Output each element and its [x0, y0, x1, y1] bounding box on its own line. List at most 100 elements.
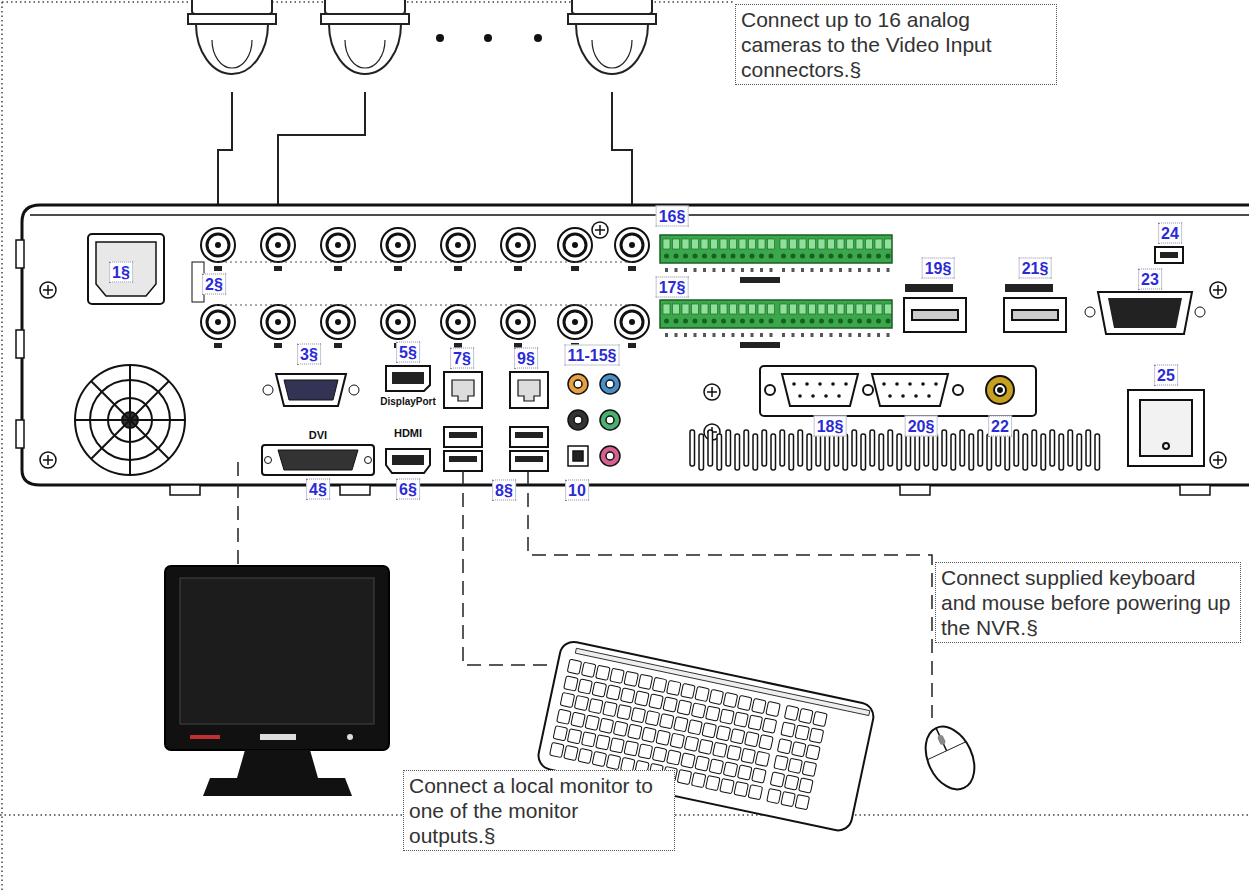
terminal-blocks-part: [722, 268, 725, 272]
front-usb-ports-part: [912, 310, 958, 320]
keyboard-part: [774, 755, 788, 770]
keyboard-part: [617, 705, 631, 720]
audio-jacks-part: [606, 452, 614, 460]
terminal-blocks-part: [760, 268, 763, 272]
serial-pins-part: [914, 394, 918, 398]
keyboard-part: [723, 692, 737, 707]
bnc-video-inputs-part: [335, 319, 341, 325]
keyboard-part: [720, 709, 734, 724]
bnc-video-inputs-part: [214, 343, 222, 348]
bnc-video-inputs-part: [515, 319, 521, 325]
bnc-video-inputs-part: [387, 234, 409, 256]
keyboard-part: [762, 718, 776, 733]
front-usb-ports: [904, 284, 1066, 332]
vga-port-part: [263, 385, 273, 395]
bnc-video-inputs-part: [629, 319, 635, 325]
bnc-video-inputs-part: [621, 234, 643, 256]
nvr-chassis-part: [22, 205, 1249, 485]
terminal-blocks-part: [703, 268, 706, 272]
mouse-part: [937, 734, 947, 746]
instruction-note: Connect up to 16 analog cameras to the V…: [735, 4, 1057, 85]
bnc-video-inputs-part: [507, 311, 529, 333]
local-monitor: [165, 566, 389, 796]
keyboard-part: [752, 698, 766, 713]
terminal-blocks-part: [877, 333, 880, 337]
keyboard-part: [575, 648, 869, 715]
keyboard-part: [799, 708, 813, 723]
callout-number: 8§: [492, 480, 516, 501]
bnc-video-inputs-part: [261, 305, 295, 339]
audio-jacks-part: [606, 416, 614, 424]
keyboard-part: [603, 701, 617, 716]
terminal-blocks-part: [740, 277, 780, 283]
keyboard-part: [759, 735, 773, 750]
vent-slots-part: [861, 434, 866, 470]
bnc-video-inputs-part: [615, 228, 649, 262]
keyboard-part: [802, 761, 816, 776]
keyboard-part: [628, 724, 642, 739]
power-switch-part: [1128, 390, 1204, 466]
keyboard-part: [624, 741, 638, 756]
keyboard-part: [792, 742, 806, 757]
bnc-video-inputs-part: [261, 228, 295, 262]
vent-slots-part: [789, 434, 794, 470]
vent-slots-part: [933, 434, 938, 470]
terminal-blocks-part: [694, 268, 697, 272]
vent-slots-part: [1086, 430, 1091, 466]
small-port: [1155, 247, 1183, 263]
terminal-blocks-part: [847, 304, 854, 314]
hdmi-port-part: [392, 455, 424, 465]
terminal-blocks-part: [818, 304, 825, 314]
keyboard-part: [745, 732, 759, 747]
bnc-video-inputs-part: [441, 305, 475, 339]
terminal-blocks-part: [781, 254, 786, 259]
terminal-blocks-part: [770, 333, 773, 337]
dome-cameras-part: [345, 40, 385, 68]
serial-pins-part: [927, 394, 931, 398]
bnc-video-inputs-part: [201, 228, 235, 262]
hdmi-port-part: [386, 449, 430, 473]
terminal-blocks-part: [684, 333, 687, 337]
vent-slots-part: [717, 434, 722, 470]
callout-number: 5§: [396, 342, 420, 363]
terminal-blocks-part: [673, 239, 680, 249]
peripheral-cables-part: [237, 462, 239, 568]
keyboard-part: [553, 726, 567, 741]
terminal-blocks-part: [856, 304, 863, 314]
serial-plate-part: [986, 376, 1014, 404]
bnc-dotted-link-part: [215, 262, 632, 263]
terminal-blocks-part: [702, 319, 707, 324]
power-switch-part: [1140, 400, 1192, 456]
audio-jacks-part: [568, 410, 588, 430]
serial-pins-part: [888, 394, 892, 398]
terminal-blocks-part: [799, 239, 806, 249]
terminal-blocks-part: [837, 304, 844, 314]
audio-jacks-part: [606, 380, 614, 388]
serial-plate-part: [863, 385, 873, 395]
callout-number: 21§: [1019, 258, 1052, 279]
serial-pins: [792, 382, 938, 398]
keyboard-part: [727, 745, 741, 760]
dvi-port: [262, 445, 374, 475]
vent-slots-part: [1023, 434, 1028, 470]
keyboard-part: [613, 721, 627, 736]
screws-part: [1210, 282, 1226, 298]
terminal-blocks-part: [875, 304, 882, 314]
vent-slots-part: [969, 434, 974, 470]
vent-slots-part: [960, 430, 965, 466]
terminal-blocks-part: [732, 333, 735, 337]
screws-part: [40, 452, 56, 468]
keyboard-part: [635, 691, 649, 706]
terminal-blocks-part: [800, 319, 805, 324]
front-usb-ports-part: [1012, 310, 1058, 320]
vent-slots-part: [726, 430, 731, 466]
keyboard-part: [730, 729, 744, 744]
terminal-blocks-part: [722, 333, 725, 337]
serial-plate-part: [953, 385, 963, 395]
terminal-blocks-part: [820, 268, 823, 272]
bnc-video-inputs: [201, 228, 649, 348]
keyboard-part: [592, 682, 606, 697]
callout-number: 20§: [905, 416, 938, 437]
lan-usb-ports-part: [515, 456, 543, 462]
terminal-blocks-part: [721, 254, 726, 259]
